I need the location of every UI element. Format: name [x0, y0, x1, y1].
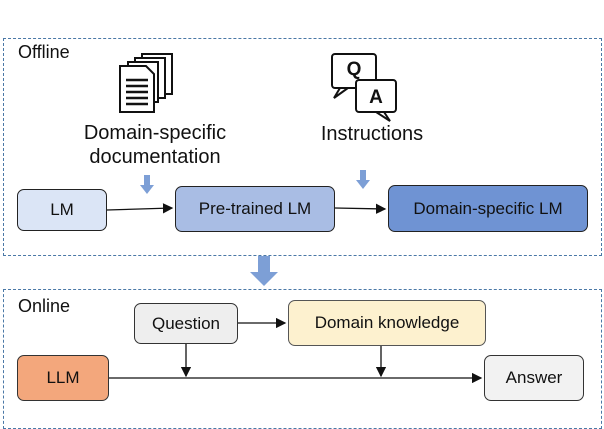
llm-box: LLM — [17, 355, 109, 401]
offline-section — [3, 38, 602, 256]
offline-label: Offline — [18, 42, 70, 62]
answer-box: Answer — [484, 355, 584, 401]
online-label: Online — [18, 296, 71, 316]
down-arrow-icon — [250, 256, 278, 286]
domain-specific-lm-box: Domain-specific LM — [388, 185, 588, 232]
pretrained-lm-box: Pre-trained LM — [175, 186, 335, 232]
instructions-label: Instructions — [320, 123, 424, 145]
domain-knowledge-box: Domain knowledge — [288, 300, 486, 346]
lm-box: LM — [17, 189, 107, 231]
question-box: Question — [134, 303, 238, 344]
documentation-label-line1: Domain-specific — [83, 122, 227, 144]
qa-icon-a: A — [369, 87, 383, 108]
documentation-label-line2: documentation — [89, 146, 221, 168]
qa-icon-q: Q — [346, 59, 362, 80]
